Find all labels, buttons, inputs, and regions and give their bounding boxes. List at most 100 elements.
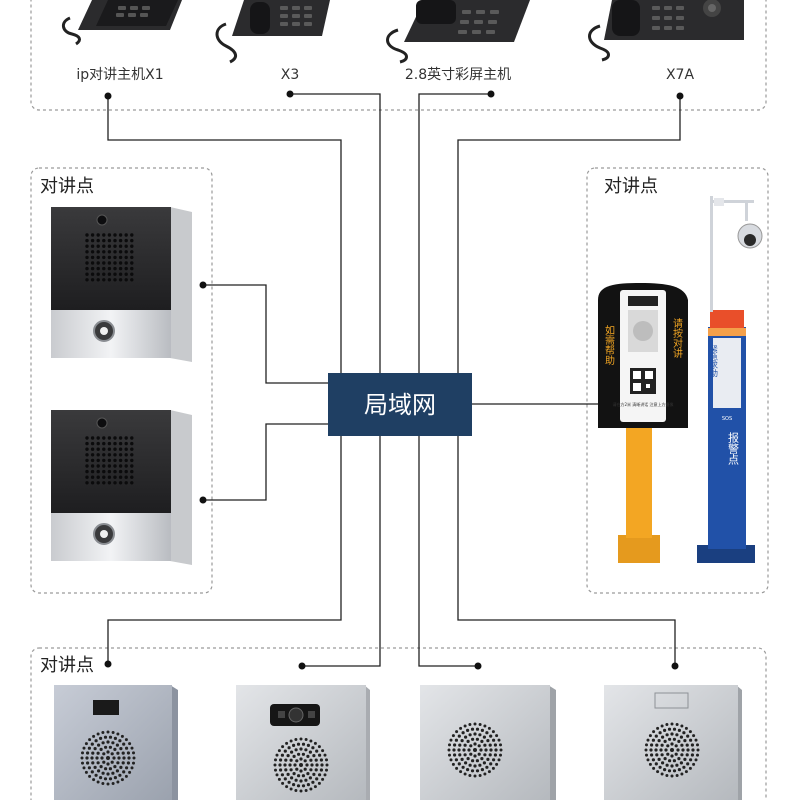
speaker-hole [688, 766, 692, 770]
speaker-hole [130, 475, 134, 479]
speaker-hole [306, 772, 310, 776]
speaker-hole [102, 272, 106, 276]
speaker-hole [301, 752, 305, 756]
speaker-hole [102, 475, 106, 479]
speaker-hole [482, 735, 486, 739]
speaker-hole [96, 250, 100, 254]
speaker-hole [486, 757, 490, 762]
speaker-hole [90, 453, 95, 457]
speaker-hole [296, 742, 301, 746]
speaker-hole [304, 738, 308, 741]
speaker-hole [113, 776, 117, 780]
speaker-hole [92, 778, 96, 782]
speaker-hole [483, 743, 487, 747]
speaker-hole [651, 738, 656, 742]
speaker-hole [675, 733, 679, 737]
speaker-hole [102, 233, 106, 237]
speaker-hole [279, 768, 283, 772]
speaker-hole [281, 745, 285, 749]
speaker-hole [119, 765, 123, 770]
speaker-hole [460, 757, 464, 762]
speaker-hole [295, 759, 299, 763]
speaker-hole [96, 761, 100, 765]
speaker-hole [118, 255, 123, 260]
speaker-hole [110, 752, 114, 756]
speaker-hole [86, 761, 90, 765]
speaker-hole [97, 769, 101, 773]
speaker-hole [325, 768, 328, 772]
emergency-pole: 紧急求助 SOS 报警点 [697, 196, 763, 563]
speaker-hole [499, 748, 503, 752]
pole-upper-text: 紧急求助 [710, 345, 719, 378]
speaker-hole [483, 753, 487, 757]
speaker-hole [118, 261, 123, 265]
speaker-hole [132, 756, 136, 760]
speaker-hole [115, 743, 119, 747]
speaker-hole [452, 748, 456, 752]
lan-hub-label: 局域网 [364, 391, 436, 419]
speaker-hole [102, 261, 106, 265]
speaker-hole [96, 266, 100, 271]
speaker-hole [293, 763, 297, 767]
speaker-hole [685, 753, 689, 757]
speaker-hole [675, 774, 679, 777]
left-group-title: 对讲点 [40, 176, 94, 197]
speaker-hole [113, 765, 117, 769]
speaker-hole [284, 768, 288, 772]
speaker-hole [118, 469, 123, 474]
speaker-hole [124, 453, 128, 457]
speaker-hole [672, 759, 677, 763]
speaker-hole [99, 776, 103, 780]
speaker-hole [644, 748, 648, 752]
speaker-hole [670, 732, 674, 736]
speaker-hole [102, 436, 106, 440]
speaker-hole [457, 762, 461, 766]
speaker-hole [686, 762, 690, 766]
speaker-hole [96, 780, 100, 784]
speaker-hole [464, 761, 468, 765]
speaker-hole [90, 447, 95, 451]
speaker-hole [108, 777, 113, 781]
speaker-hole [128, 742, 132, 746]
speaker-hole [281, 781, 285, 785]
speaker-hole [487, 770, 491, 774]
speaker-hole [675, 763, 679, 767]
speaker-hole [90, 475, 95, 479]
speaker-hole [113, 481, 117, 485]
speaker-hole [107, 469, 112, 474]
connector-lines [107, 93, 681, 667]
speaker-hole [124, 244, 128, 248]
speaker-hole [85, 244, 89, 248]
speaker-hole [124, 481, 128, 485]
speaker-hole [466, 768, 470, 772]
speaker-hole [663, 757, 667, 761]
speaker-hole [468, 723, 472, 726]
speaker-hole [457, 748, 461, 752]
speaker-hole [660, 724, 664, 728]
speaker-hole [82, 746, 86, 750]
speaker-hole [107, 272, 112, 276]
speaker-hole [284, 758, 288, 762]
speaker-hole [102, 266, 106, 271]
speaker-hole [464, 735, 468, 739]
speaker-hole [124, 250, 128, 254]
speaker-hole [313, 785, 317, 789]
speaker-hole [672, 727, 677, 731]
speaker-hole [107, 278, 112, 282]
speaker-hole [287, 746, 291, 750]
speaker-hole [661, 761, 665, 765]
speaker-hole [107, 266, 112, 271]
speaker-hole [646, 738, 650, 742]
speaker-hole [319, 768, 323, 772]
speaker-hole [652, 730, 656, 734]
speaker-hole [664, 748, 668, 752]
speaker-hole [118, 233, 123, 237]
speaker-hole [675, 723, 679, 726]
speaker-hole [292, 754, 296, 759]
speaker-hole [321, 777, 325, 781]
speaker-hole [485, 731, 489, 735]
speaker-hole [660, 772, 664, 776]
speaker-hole [107, 238, 112, 243]
speaker-hole [124, 266, 128, 271]
